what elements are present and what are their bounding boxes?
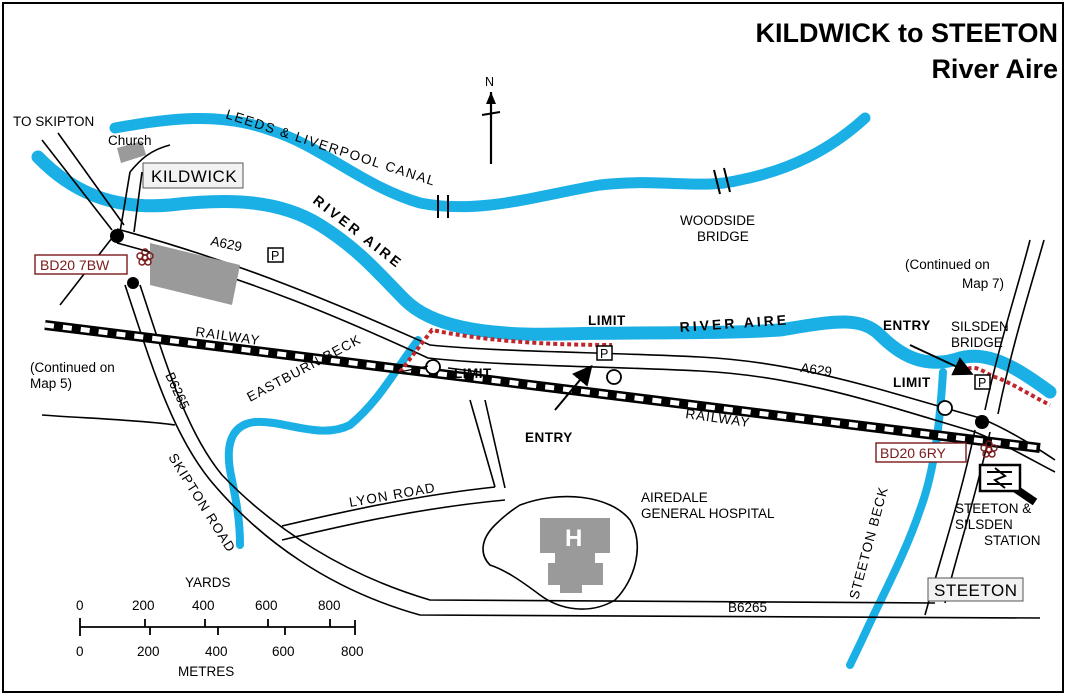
continued-map5-1: (Continued on [30,360,115,375]
eastburn-beck [224,336,422,549]
kildwick-building [150,243,240,305]
map-title: KILDWICK to STEETON [756,18,1058,48]
yards-tick: 800 [318,598,341,613]
scale-yards-label: YARDS [185,575,231,590]
limit-roundabout-3 [937,400,953,416]
fishing-limit-east [960,365,1051,407]
hospital-grounds [482,495,638,610]
a629-label-1: A629 [209,233,243,254]
postcode-box-west [34,254,128,275]
hospital-label-2: GENERAL HOSPITAL [641,506,775,521]
station-label-2: SILSDEN [955,517,1013,532]
canal-bridge-kildwick [437,195,449,218]
silsden-bridge-label-1: SILSDEN [951,319,1009,334]
postcode-east: BD20 6RY [880,445,947,461]
yards-tick: 400 [192,598,215,613]
parking-icon: P [596,345,613,361]
silsden-bridge-label-2: BRIDGE [951,335,1003,350]
entry-label-1: ENTRY [525,430,573,445]
postcode-box-east [875,442,967,463]
church-label: Church [108,133,152,148]
steeton-beck-label: STEETON BECK [846,485,891,601]
map-subtitle: River Aire [931,54,1058,84]
woodside-bridge-label-2: BRIDGE [697,229,749,244]
fishing-limit-west [398,327,613,374]
eastburn-beck-label: EASTBURN BECK [244,332,363,405]
steeton-beck [846,368,947,669]
b6265-label-2: B6265 [728,600,767,615]
yards-tick: 200 [132,598,155,613]
postcode-west: BD20 7BW [40,257,110,273]
flower-icon [980,440,998,458]
rail-station-icon [978,463,1038,506]
north-arrow [481,92,501,164]
yards-tick: 0 [76,598,84,613]
scale-metres-label: METRES [178,664,234,679]
entry-arrow-1 [554,364,593,411]
continued-map5-2: Map 5) [30,376,72,391]
river-aire-label-2: RIVER AIRE [679,311,789,335]
station-label-1: STEETON & [955,501,1031,516]
flower-icon [136,248,154,266]
river-aire [31,150,1057,399]
kildwick-label: KILDWICK [151,167,237,186]
limit-label-3: LIMIT [893,375,931,390]
steeton-label: STEETON [934,581,1017,600]
entry-label-2: ENTRY [883,318,931,333]
entry-roundabout-2 [606,369,622,385]
parking-icon: P [974,374,991,390]
kildwick-junction-2 [127,277,139,289]
scale-bar [79,618,356,636]
north-label: N [485,75,494,89]
a629-label-2: A629 [800,360,833,379]
to-skipton-label: TO SKIPTON [13,114,94,129]
svg-text:P: P [600,347,608,361]
metres-tick: 200 [137,644,160,659]
entry-arrow-2 [909,344,974,376]
continued-map7-1: (Continued on [905,257,990,272]
metres-tick: 800 [341,644,364,659]
steeton-label-box [927,577,1024,602]
metres-tick: 0 [76,644,84,659]
kildwick-label-box [142,162,244,189]
svg-text:P: P [978,376,986,390]
yards-tick: 600 [255,598,278,613]
church-building [117,141,146,163]
hospital-symbol: H [565,525,582,552]
parking-icon: P [267,247,284,263]
limit-label-1: LIMIT [588,313,626,328]
entry-roundabout-1 [425,359,441,375]
hospital-building [540,518,610,593]
station-label-3: STATION [984,533,1041,548]
limit-label-2: LIMIT [454,366,492,381]
svg-text:P: P [271,249,279,263]
woodside-bridge-symbol [713,167,731,195]
lyon-road-label: LYON ROAD [348,480,437,510]
woodside-bridge-label-1: WOODSIDE [680,213,755,228]
metres-tick: 400 [205,644,228,659]
canal-label: LEEDS & LIVERPOOL CANAL [224,107,438,189]
hospital-label-1: AIREDALE [641,490,708,505]
metres-tick: 600 [272,644,295,659]
steeton-junction [975,415,989,429]
kildwick-junction-1 [110,229,124,243]
continued-map7-2: Map 7) [962,276,1004,291]
canal [109,112,871,213]
